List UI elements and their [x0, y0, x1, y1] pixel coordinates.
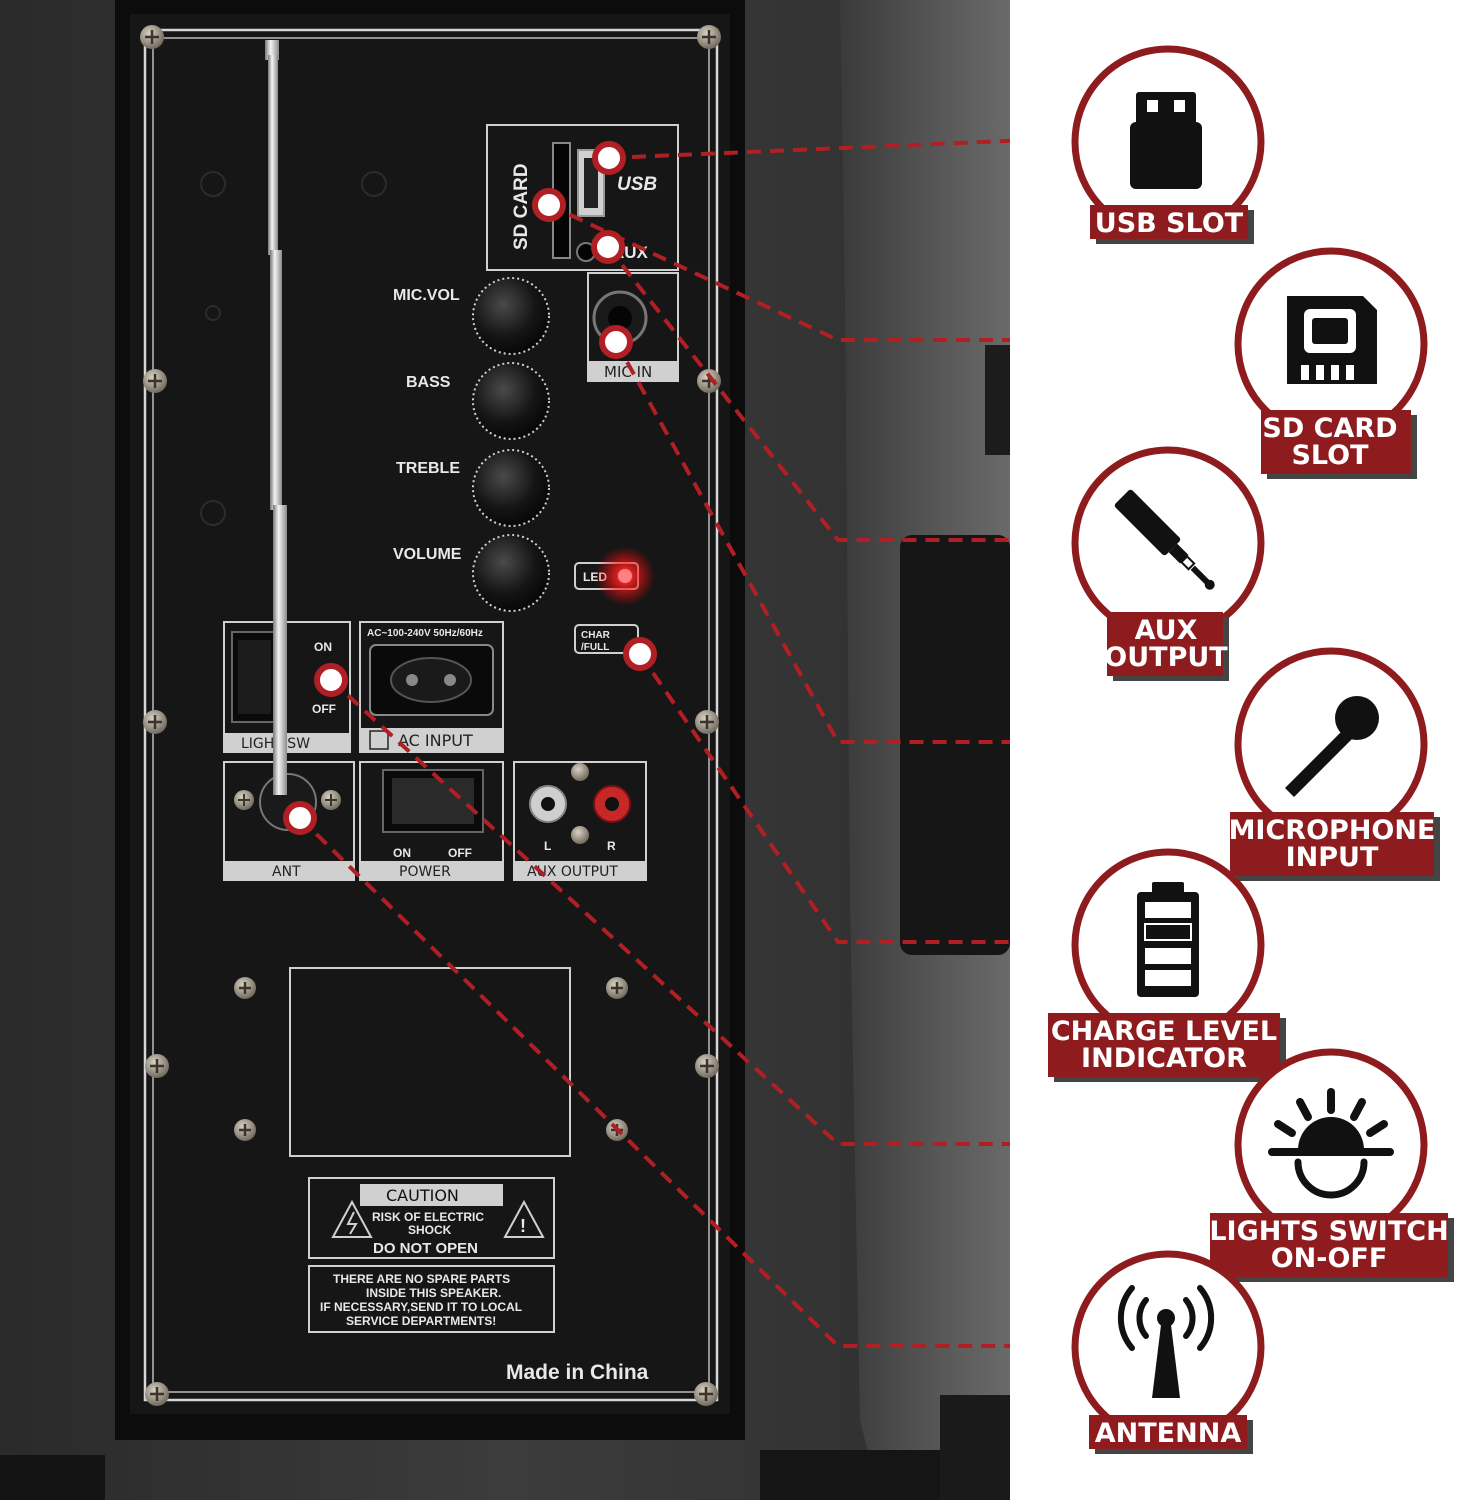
treble-label: TREBLE — [396, 460, 460, 477]
volume-label: VOLUME — [393, 546, 462, 563]
battery-icon — [1137, 882, 1199, 997]
exclamation-warning-icon — [503, 1199, 545, 1238]
mic-in-label: MIC IN — [604, 363, 652, 381]
mic-vol-label: MIC.VOL — [393, 287, 460, 304]
spare-line-3: IF NECESSARY,SEND IT TO LOCAL — [320, 1300, 522, 1314]
callout-antenna-line-1: ANTENNA — [1095, 1418, 1242, 1449]
sd-card-icon — [1287, 296, 1377, 384]
leader-aux — [606, 245, 1075, 542]
aux-r-label: R — [607, 839, 616, 853]
callout-sd-card-slot: SD CARD SLOT — [1234, 247, 1428, 479]
callout-usb-line-1: USB SLOT — [1095, 208, 1244, 239]
aux-l-label: L — [544, 839, 551, 853]
callout-aux-line-1: AUX — [1135, 615, 1198, 646]
callout-usb-slot: USB SLOT — [1071, 45, 1265, 244]
knob-group: MIC.VOL BASS TREBLE VOLUME — [393, 277, 550, 612]
spare-line-1: THERE ARE NO SPARE PARTS — [333, 1272, 510, 1286]
spare-line-2: INSIDE THIS SPEAKER. — [366, 1286, 501, 1300]
risk-line-2: SHOCK — [408, 1223, 452, 1237]
cabinet-handle-recess — [900, 535, 1010, 955]
ac-input-label: AC INPUT — [398, 731, 473, 750]
spare-parts-box — [308, 1265, 555, 1333]
sd-card-label: SD CARD — [511, 163, 532, 250]
callout-aux-line-2: OUTPUT — [1104, 642, 1228, 673]
usb-stick-icon — [1130, 92, 1202, 189]
telescopic-antenna — [265, 40, 287, 795]
shock-warning-icon — [331, 1199, 373, 1238]
do-not-open-label: DO NOT OPEN — [373, 1240, 478, 1257]
bass-knob[interactable] — [472, 362, 550, 440]
leader-charge — [638, 652, 1075, 944]
power-off-label: OFF — [448, 846, 472, 860]
microphone-icon — [1285, 696, 1379, 797]
leader-usb — [608, 136, 1076, 160]
callout-charge-line-2: INDICATOR — [1081, 1043, 1247, 1074]
marker-dots — [283, 141, 657, 835]
callout-aux-output: AUX OUTPUT — [1071, 446, 1265, 681]
ant-label: ANT — [272, 864, 301, 880]
callout-mic-line-1: MICROPHONE — [1229, 815, 1436, 846]
callout-mic-line-2: INPUT — [1286, 842, 1379, 873]
full-label: /FULL — [581, 642, 609, 653]
mic-vol-knob[interactable] — [472, 277, 550, 355]
svg-text:!: ! — [520, 1216, 526, 1236]
cabinet-foot-left — [0, 1455, 105, 1500]
treble-knob[interactable] — [472, 449, 550, 527]
antenna-icon — [1117, 1285, 1215, 1398]
callout-sd-line-2: SLOT — [1291, 440, 1369, 471]
panel-border-outer — [143, 28, 719, 1402]
cabinet-upper-recess — [985, 345, 1010, 455]
spare-line-4: SERVICE DEPARTMENTS! — [346, 1314, 496, 1328]
ac-rating-label: AC~100-240V 50Hz/60Hz — [367, 628, 483, 639]
power-label: POWER — [399, 864, 451, 880]
callout-charge-level-indicator: CHARGE LEVEL INDICATOR — [1048, 848, 1286, 1082]
char-label: CHAR — [581, 630, 611, 641]
callout-lights-line-1: LIGHTS SWITCH — [1209, 1216, 1448, 1247]
media-input-box — [486, 124, 679, 271]
bass-label: BASS — [406, 374, 451, 391]
volume-knob[interactable] — [472, 534, 550, 612]
panel-hex-marks — [200, 171, 387, 526]
callout-sd-line-1: SD CARD — [1262, 413, 1397, 444]
callout-antenna: ANTENNA — [1071, 1250, 1265, 1454]
power-on-label: ON — [393, 846, 411, 860]
made-in-label: Made in China — [506, 1361, 649, 1384]
callout-charge-line-1: CHARGE LEVEL — [1051, 1016, 1277, 1047]
audio-jack-icon — [1114, 489, 1215, 590]
blank-plate — [289, 967, 571, 1157]
callout-microphone-input: MICROPHONE INPUT — [1229, 647, 1440, 881]
risk-line-1: RISK OF ELECTRIC — [372, 1210, 484, 1224]
cabinet-bottom-block — [940, 1395, 1010, 1500]
light-on-label: ON — [314, 640, 332, 654]
caution-label: CAUTION — [386, 1186, 459, 1205]
led-light — [618, 569, 632, 583]
caution-box — [308, 1177, 555, 1259]
callout-lights-line-2: ON-OFF — [1271, 1243, 1388, 1274]
sunrise-light-icon — [1268, 1088, 1394, 1199]
light-off-label: OFF — [312, 702, 336, 716]
usb-label: USB — [617, 174, 657, 195]
aux-output-label: AUX OUTPUT — [527, 864, 618, 880]
panel-screws — [140, 25, 721, 1406]
callout-lights-switch: LIGHTS SWITCH ON-OFF — [1209, 1048, 1454, 1282]
